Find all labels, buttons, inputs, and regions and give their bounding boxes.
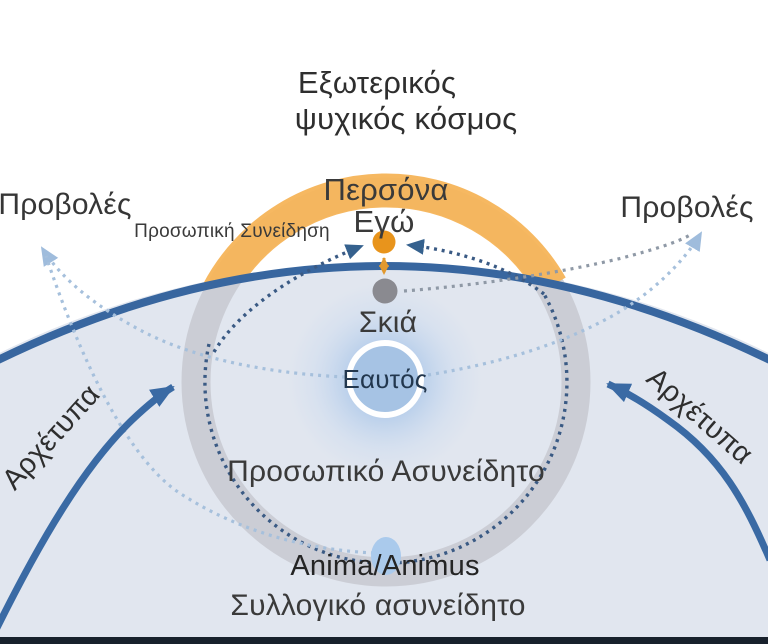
persona-arc	[202, 173, 566, 301]
bottom-bar	[0, 637, 768, 644]
archetypes-arrow-left	[0, 383, 175, 630]
anima-animus-label: Anima/Animus	[290, 550, 480, 582]
external-world-title-line2: ψυχικός κόσμος	[294, 101, 518, 136]
persona-label: Περσόνα	[323, 172, 449, 207]
shadow-label: Σκιά	[358, 306, 418, 339]
self-label: Εαυτός	[342, 364, 428, 394]
archetypes-arrows	[0, 380, 768, 630]
shadow-dot	[372, 278, 398, 304]
projection-dotted-curves	[40, 231, 703, 555]
ego-dot	[372, 230, 396, 254]
archetypes-arrow-right	[606, 380, 768, 562]
personal-consciousness-label: Προσωπική Συνείδηση	[134, 221, 330, 242]
shadow-projection-dotted-curve	[403, 233, 691, 293]
external-world-title-line1: Εξωτερικός	[297, 65, 457, 100]
personal-unconscious-label: Προσωπικό Ασυνείδητο	[227, 455, 545, 488]
anima-animus-dot	[371, 537, 401, 575]
self-circle	[346, 340, 424, 418]
projections-label-right: Προβολές	[620, 191, 754, 224]
projections-label-left: Προβολές	[0, 188, 132, 221]
ego-circulation-dotted-loop	[203, 238, 569, 565]
ego-label: Εγώ	[353, 204, 415, 239]
collective-unconscious-label: Συλλογικό ασυνείδητο	[230, 589, 526, 622]
